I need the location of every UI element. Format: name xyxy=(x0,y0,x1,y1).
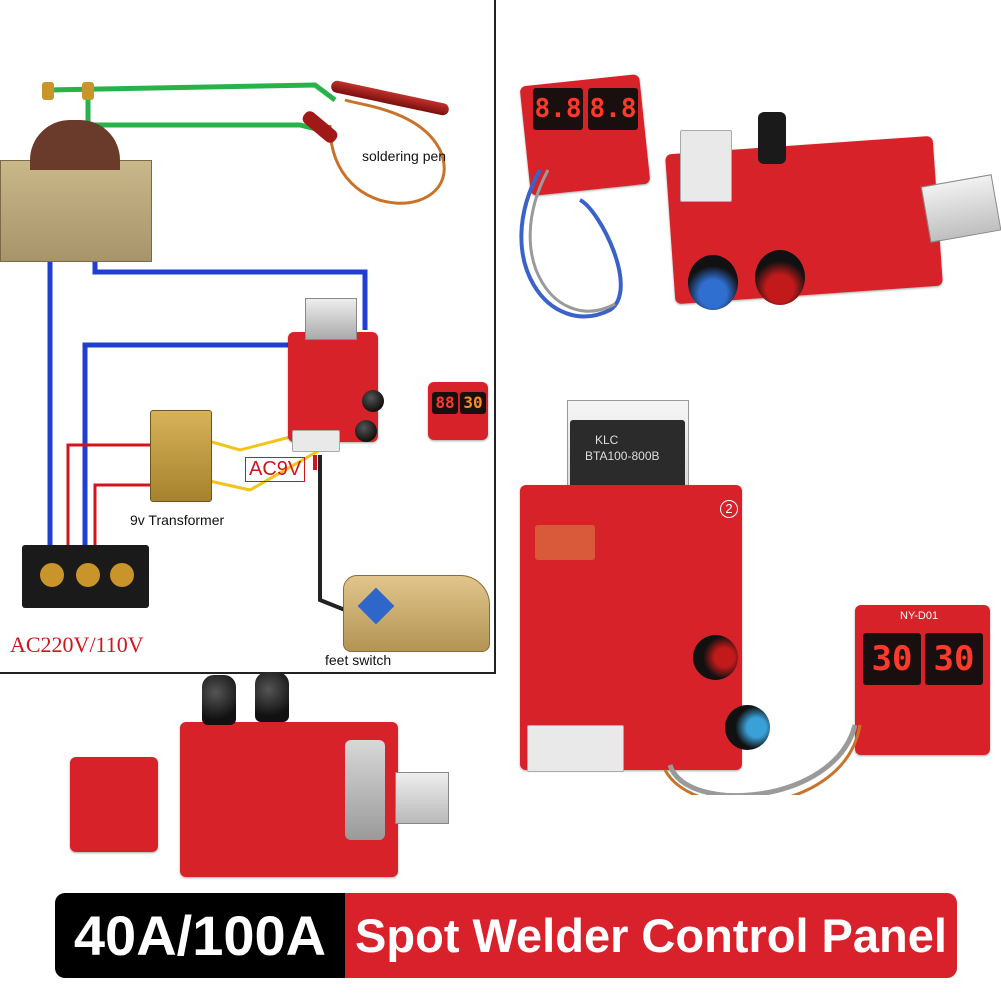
terminal-screw-1 xyxy=(40,563,64,587)
transformer-coil xyxy=(30,120,120,170)
top-display-left: 8.8 xyxy=(533,88,583,130)
large-knob-red xyxy=(693,635,738,680)
triac-brand: KLC xyxy=(595,433,619,447)
feet-switch-label: feet switch xyxy=(325,652,392,668)
diagram-display-left: 88 xyxy=(432,392,458,414)
mains-label: AC220V/110V xyxy=(10,632,144,657)
triac-part: BTA100-800B xyxy=(585,449,660,463)
large-display-left: 30 xyxy=(863,633,921,685)
diagram-triac-heatsink xyxy=(305,298,357,340)
wiring-lines xyxy=(45,82,446,612)
large-ribbon-cable xyxy=(663,724,862,795)
transformer-terminal-right xyxy=(82,82,94,100)
diagram-terminal-block xyxy=(292,430,340,452)
transformer-label: 9v Transformer xyxy=(130,512,225,528)
ac9v-label: AC9V xyxy=(245,457,306,482)
back-knob-1 xyxy=(202,675,236,725)
large-terminal-block xyxy=(527,725,624,772)
diagram-knob-2 xyxy=(355,420,377,442)
large-product-photo: KLC BTA100-800B 2 NY-D01 30 30 xyxy=(515,395,995,795)
board-number: 2 xyxy=(720,500,738,518)
top-display-right: 8.8 xyxy=(588,88,638,130)
wiring-diagram-panel: soldering pen 88 30 AC9V 9v Transformer … xyxy=(0,0,496,674)
large-display-right: 30 xyxy=(925,633,983,685)
large-display-model: NY-D01 xyxy=(900,610,939,622)
top-triac xyxy=(920,174,1001,243)
back-display-board xyxy=(70,757,158,852)
terminal-screw-2 xyxy=(76,563,100,587)
banner-rating: 40A/100A xyxy=(55,893,345,978)
terminal-screw-3 xyxy=(110,563,134,587)
top-ribbon-cable xyxy=(519,169,623,319)
top-knob-red xyxy=(755,250,805,305)
soldering-pen-label: soldering pen xyxy=(362,148,447,164)
large-capacitor-orange xyxy=(535,525,595,560)
main-transformer xyxy=(0,160,152,262)
top-capacitor xyxy=(758,112,786,164)
back-knob-2 xyxy=(255,672,289,722)
top-knob-blue xyxy=(688,255,738,310)
diagram-display-right: 30 xyxy=(460,392,486,414)
large-triac-body xyxy=(570,420,685,495)
small-transformer xyxy=(150,410,212,502)
top-terminal-block xyxy=(680,130,732,202)
transformer-terminal-left xyxy=(42,82,54,100)
back-triac xyxy=(395,772,449,824)
back-solder-trace xyxy=(345,740,385,840)
banner-title: Spot Welder Control Panel xyxy=(345,893,957,978)
diagram-knob-1 xyxy=(362,390,384,412)
top-product-photo: 8.8 8.8 xyxy=(500,70,1001,340)
large-knob-blue xyxy=(725,705,770,750)
